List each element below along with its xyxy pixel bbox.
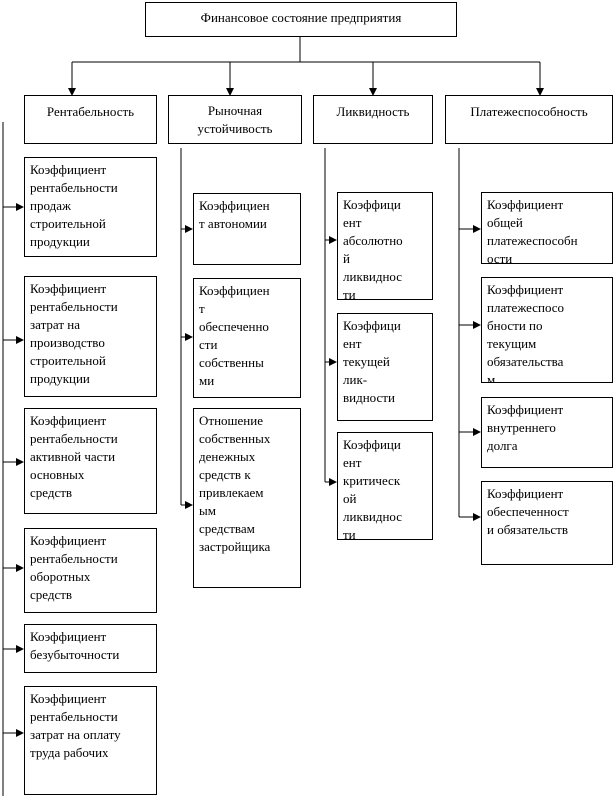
root-box-financial-state: Финансовое состояние предприятия: [145, 2, 457, 37]
col3-item-3: Коэффици ент критическ ой ликвиднос ти: [337, 432, 433, 540]
col2-item-1: Коэффициен т автономии: [193, 193, 301, 265]
col1-item-4: Коэффициент рентабельности оборотных сре…: [24, 528, 157, 613]
col4-item-4: Коэффициент обеспеченност и обязательств: [481, 481, 613, 565]
col3-item-2: Коэффици ент текущей лик- видности: [337, 313, 433, 421]
col1-item-2: Коэффициент рентабельности затрат на про…: [24, 276, 157, 397]
col1-item-1: Коэффициент рентабельности продаж строит…: [24, 157, 157, 257]
category-market-stability: Рыночная устойчивость: [168, 95, 302, 144]
category-liquidity: Ликвидность: [313, 95, 433, 144]
col1-item-5: Коэффициент безубыточности: [24, 624, 157, 673]
category-solvency: Платежеспособность: [445, 95, 613, 144]
col1-item-3: Коэффициент рентабельности активной част…: [24, 408, 157, 514]
col1-item-6: Коэффициент рентабельности затрат на опл…: [24, 686, 157, 795]
col3-item-1: Коэффици ент абсолютно й ликвиднос ти: [337, 192, 433, 300]
col2-item-2: Коэффициен т обеспеченно сти собственны …: [193, 278, 301, 398]
col4-item-2: Коэффициент платежеспосо бности по текущ…: [481, 277, 613, 383]
category-profitability: Рентабельность: [24, 95, 157, 144]
col4-item-1: Коэффициент общей платежеспособн ости: [481, 192, 613, 264]
col4-item-3: Коэффициент внутреннего долга: [481, 397, 613, 468]
col2-item-3: Отношение собственных денежных средств к…: [193, 408, 301, 588]
